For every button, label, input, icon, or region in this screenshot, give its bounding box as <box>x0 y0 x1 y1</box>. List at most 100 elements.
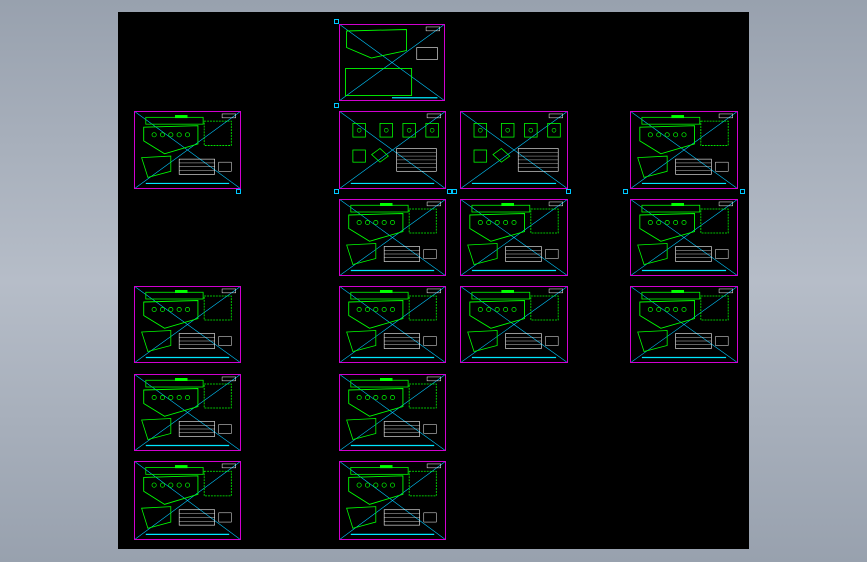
grip-marker <box>334 19 339 24</box>
lower-part-outline <box>346 418 377 440</box>
hole-mark <box>478 127 483 133</box>
hole-mark <box>168 395 174 400</box>
note-block <box>218 161 232 172</box>
hole-mark <box>486 307 492 312</box>
sheet-number-box <box>426 463 441 469</box>
drawing-sheet-s03[interactable] <box>339 111 446 189</box>
drawing-sheet-s15[interactable] <box>134 461 241 540</box>
hole-mark <box>373 307 379 312</box>
cross-line <box>340 200 445 275</box>
grip-marker <box>334 103 339 108</box>
title-block-line <box>350 467 409 475</box>
hole-mark <box>477 220 483 225</box>
drawing-sheet-s09[interactable] <box>134 286 241 363</box>
drawing-sheet-s11[interactable] <box>460 286 568 363</box>
sheet-graphics <box>631 112 737 188</box>
hole-mark <box>505 127 510 133</box>
title-block-line <box>471 204 531 213</box>
sheet-number-box <box>221 113 236 119</box>
view-title <box>379 203 393 206</box>
hole-mark <box>151 307 157 312</box>
grip-marker <box>452 189 457 194</box>
hole-mark <box>373 482 379 488</box>
hole-mark <box>168 307 174 312</box>
hole-mark <box>185 482 190 488</box>
lower-part-outline <box>346 330 377 352</box>
side-view <box>408 208 437 234</box>
drawing-sheet-s05[interactable] <box>630 111 738 189</box>
lower-part-outline <box>141 155 172 178</box>
title-block-line <box>350 204 409 213</box>
model-space-canvas[interactable] <box>118 12 749 549</box>
hole-mark <box>673 307 679 312</box>
drawing-sheet-s02[interactable] <box>134 111 241 189</box>
hole-mark <box>390 395 395 400</box>
lower-part-outline <box>467 243 498 265</box>
note-block <box>545 249 559 259</box>
part-view <box>500 123 515 138</box>
title-block-line <box>145 116 204 125</box>
lower-part-outline <box>346 243 377 265</box>
hole-mark <box>356 307 362 312</box>
note-block <box>218 336 232 346</box>
note-block <box>545 336 559 346</box>
sheet-graphics <box>340 112 445 188</box>
hole-mark <box>486 220 492 225</box>
main-part-outline <box>143 388 199 417</box>
hole-mark <box>429 127 435 133</box>
parts-table <box>383 246 420 262</box>
drawing-sheet-s12[interactable] <box>630 286 738 363</box>
hole-mark <box>373 220 379 225</box>
hole-mark <box>185 132 190 138</box>
note-block <box>218 424 232 434</box>
hole-mark <box>381 220 387 225</box>
note-block <box>423 424 437 434</box>
lower-part-outline <box>141 330 172 352</box>
note-block <box>218 512 232 523</box>
side-view <box>203 470 232 497</box>
view-title <box>174 290 188 293</box>
sheet-graphics <box>135 112 240 188</box>
drawing-sheet-s16[interactable] <box>339 461 446 540</box>
hole-mark <box>356 395 362 400</box>
drawing-sheet-s08[interactable] <box>630 199 738 276</box>
sheet-graphics <box>631 200 737 275</box>
part-view <box>473 149 488 163</box>
sheet-number-box <box>718 201 733 207</box>
hole-mark <box>151 482 157 488</box>
sheet-number-box <box>221 376 236 382</box>
side-view <box>530 208 559 234</box>
main-part-outline <box>348 388 404 417</box>
cross-line <box>461 112 567 188</box>
note-block <box>423 336 437 346</box>
main-part-outline <box>348 475 404 505</box>
hole-mark <box>365 307 370 312</box>
drawing-sheet-s13[interactable] <box>134 374 241 451</box>
drawing-sheet-s10[interactable] <box>339 286 446 363</box>
title-block-line <box>350 291 409 300</box>
sheet-number-box <box>425 26 440 32</box>
hole-mark <box>160 307 165 312</box>
hole-mark <box>681 220 687 225</box>
cross-line <box>631 112 737 188</box>
main-part-outline <box>143 475 199 505</box>
cross-line <box>631 287 737 362</box>
sheet-graphics <box>135 462 240 539</box>
lower-part-outline <box>637 243 668 265</box>
cross-line <box>135 375 240 450</box>
sheet-graphics <box>135 287 240 362</box>
drawing-sheet-s04[interactable] <box>460 111 568 189</box>
drawing-sheet-s01[interactable] <box>339 24 445 101</box>
drawing-sheet-s07[interactable] <box>460 199 568 276</box>
cross-line <box>631 200 737 275</box>
hole-mark <box>664 307 670 312</box>
hole-mark <box>168 132 174 138</box>
cross-line <box>461 200 567 275</box>
drawing-sheet-s14[interactable] <box>339 374 446 451</box>
sheet-number-box <box>548 113 563 119</box>
drawing-sheet-s06[interactable] <box>339 199 446 276</box>
sheet-number-box <box>426 288 441 294</box>
main-part-outline <box>348 213 404 242</box>
hole-mark <box>365 220 370 225</box>
